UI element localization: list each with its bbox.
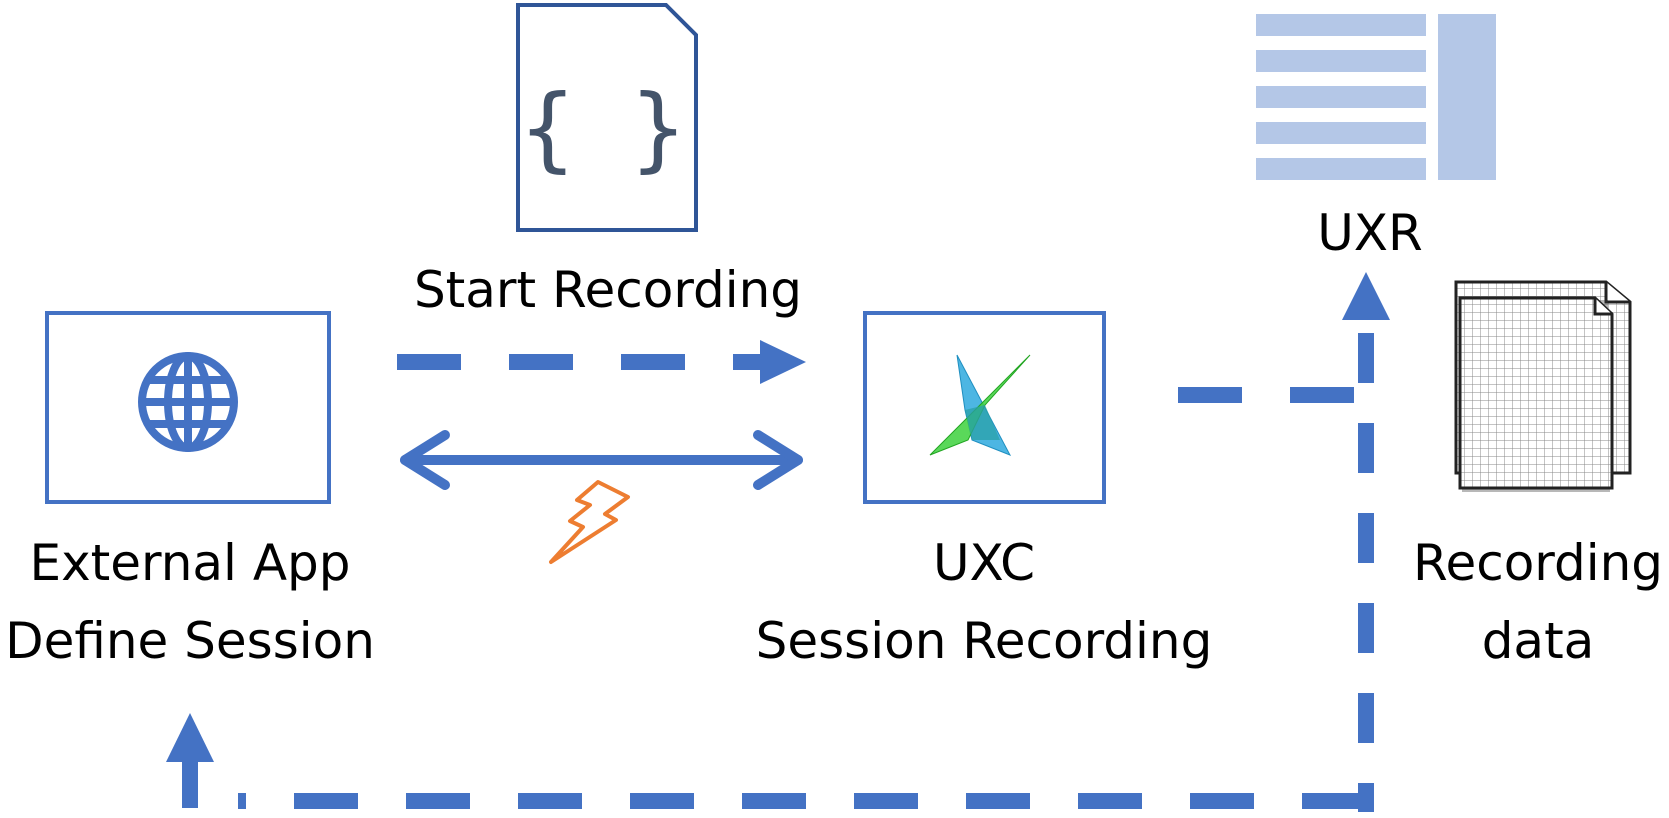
- uxr-label: UXR: [1317, 204, 1423, 262]
- data-sheets-icon: [1454, 280, 1632, 492]
- external-app-node: External App Define Session: [5, 311, 375, 670]
- config-document-node: { } Start Recording: [414, 3, 802, 319]
- external-app-title: External App: [29, 534, 350, 592]
- start-recording-label: Start Recording: [414, 261, 802, 319]
- uxc-title: UXC: [933, 534, 1035, 592]
- json-document-icon: [516, 3, 698, 232]
- recording-data-subtitle: data: [1482, 612, 1595, 670]
- uxc-node: UXC Session Recording: [756, 311, 1213, 670]
- feedback-connector: [166, 713, 1366, 809]
- uxc-to-uxr-connector: [1178, 272, 1390, 812]
- start-recording-arrow: [397, 340, 806, 384]
- report-layout-icon: [1256, 14, 1496, 180]
- recording-data-title: Recording: [1413, 534, 1663, 592]
- bidirectional-arrow: [400, 430, 803, 490]
- json-brace-glyph: { }: [520, 75, 686, 182]
- uxr-node: UXR: [1256, 14, 1496, 262]
- globe-icon: [138, 352, 238, 452]
- lightning-icon: [549, 480, 630, 564]
- external-app-subtitle: Define Session: [5, 612, 375, 670]
- recording-data-node: Recording data: [1413, 280, 1663, 670]
- uxc-logo-icon: [929, 354, 1031, 456]
- uxc-subtitle: Session Recording: [756, 612, 1213, 670]
